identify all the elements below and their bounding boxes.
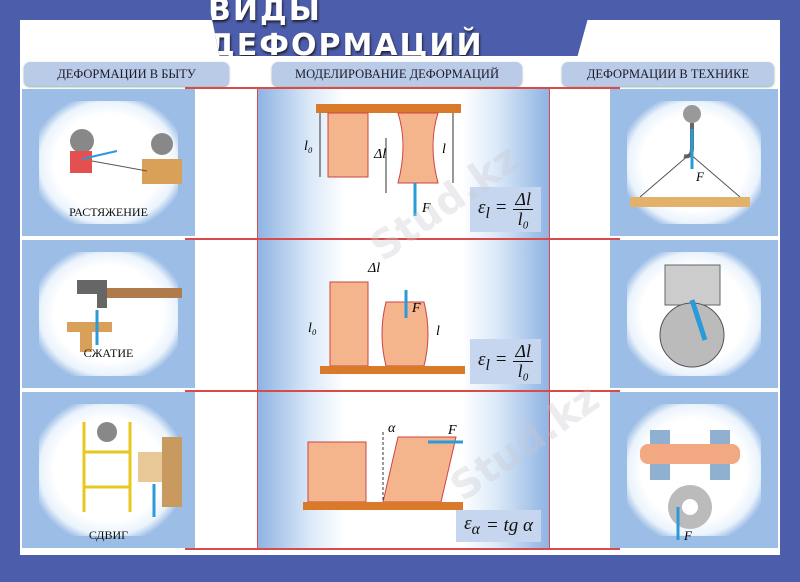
poster-title: ВИДЫ ДЕФОРМАЦИЙ <box>208 0 484 63</box>
model-shear: α F εα= tg α <box>257 392 550 548</box>
caption-compress: СЖАТИЕ <box>83 346 134 360</box>
l0-label: l₀ <box>308 321 317 336</box>
compress-model-diagram: l₀ Δl l F <box>308 261 465 374</box>
cell-shear-everyday: СДВИГ <box>22 392 195 548</box>
cell-shear-technology: F <box>610 392 778 548</box>
l-label: l <box>442 142 446 157</box>
rivet-illustration: F <box>640 430 740 543</box>
force-label: F <box>447 423 457 438</box>
cell-compress-technology <box>610 240 778 388</box>
l-label: l <box>436 324 440 339</box>
stretch-model-diagram: l₀ Δl l F <box>304 104 461 216</box>
divider <box>185 87 620 89</box>
force-label: F <box>683 528 693 543</box>
cell-stretch-technology: F <box>610 89 778 236</box>
scaffold-illustration <box>82 422 182 517</box>
header-modeling: МОДЕЛИРОВАНИЕ ДЕФОРМАЦИЙ <box>272 62 522 86</box>
caption-shear: СДВИГ <box>88 528 129 542</box>
cell-compress-everyday: СЖАТИЕ <box>22 240 195 388</box>
l0-label: l₀ <box>304 139 313 154</box>
force-label: F <box>695 169 705 184</box>
force-label: F <box>411 301 421 316</box>
hammer-illustration <box>67 280 182 352</box>
shear-formula: εα= tg α <box>456 510 541 542</box>
title-banner: ВИДЫ ДЕФОРМАЦИЙ <box>208 0 593 56</box>
header-technology: ДЕФОРМАЦИИ В ТЕХНИКЕ <box>562 62 774 86</box>
delta-l-label: Δl <box>373 147 386 162</box>
divider <box>185 390 620 392</box>
divider <box>185 238 620 240</box>
caption-stretch: РАСТЯЖЕНИЕ <box>69 205 148 219</box>
header-everyday: ДЕФОРМАЦИИ В БЫТУ <box>24 62 229 86</box>
alpha-label: α <box>388 421 396 436</box>
crane-hook-illustration: F <box>630 105 750 207</box>
shear-model-diagram: α F <box>303 421 463 510</box>
engine-illustration <box>659 264 725 368</box>
force-label: F <box>421 201 431 216</box>
cell-stretch-everyday: РАСТЯЖЕНИЕ <box>22 89 195 236</box>
delta-l-label: Δl <box>367 261 380 276</box>
divider <box>185 548 620 550</box>
sled-illustration <box>70 129 182 184</box>
